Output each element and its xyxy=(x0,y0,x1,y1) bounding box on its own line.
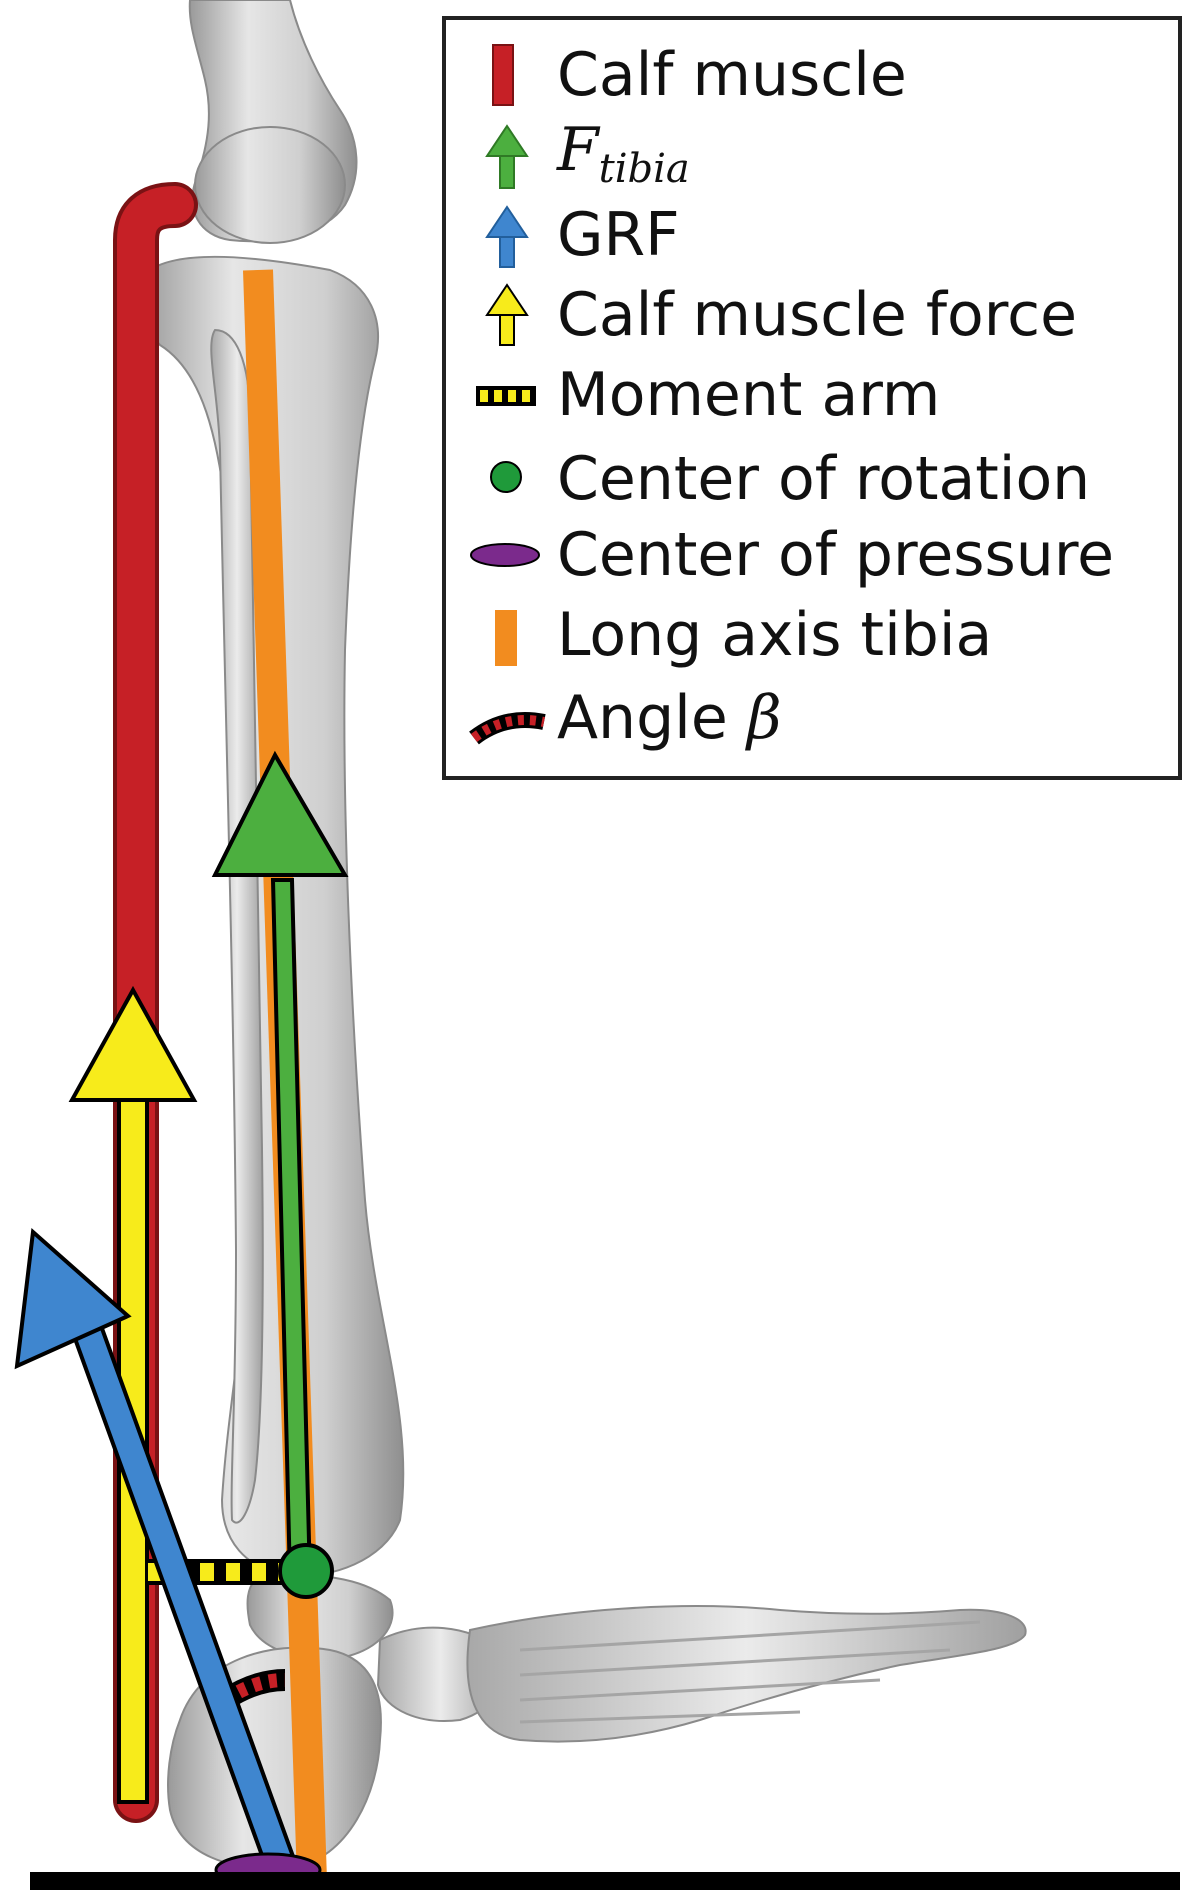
legend-item-calf-muscle: Calf muscle xyxy=(492,40,907,110)
legend-item-long-axis-tibia: Long axis tibia xyxy=(495,600,992,670)
legend-label-f-tibia-main: F xyxy=(556,115,601,185)
red-bar-icon xyxy=(492,44,514,106)
legend-item-center-of-pressure: Center of pressure xyxy=(470,520,1114,590)
legend-label-calf-muscle-force: Calf muscle force xyxy=(557,280,1077,350)
legend-item-calf-muscle-force: Calf muscle force xyxy=(485,280,1077,350)
legend-label-beta-symbol: β xyxy=(745,683,782,753)
dashed-bar-icon xyxy=(476,386,536,406)
legend-item-angle-beta: Angle β xyxy=(469,683,782,753)
legend-label-grf: GRF xyxy=(557,200,680,270)
legend-label-f-tibia-sub: tibia xyxy=(599,146,690,192)
ground-line xyxy=(30,1872,1180,1890)
legend-label-center-of-rotation: Center of rotation xyxy=(557,444,1090,514)
legend-label-calf-muscle: Calf muscle xyxy=(557,40,907,110)
calf-muscle-force-arrow xyxy=(68,985,198,1804)
legend-box xyxy=(442,16,1182,780)
green-arrow-icon xyxy=(485,124,529,189)
legend-item-f-tibia: Ftibia xyxy=(485,115,690,192)
svg-text:Angle β: Angle β xyxy=(557,683,782,753)
svg-text:Ftibia: Ftibia xyxy=(556,115,690,192)
legend: Calf muscle Ftibia GRF xyxy=(442,16,1182,780)
legend-label-angle: Angle xyxy=(557,683,747,753)
purple-ellipse-icon xyxy=(470,543,540,567)
dashed-arc-icon xyxy=(469,712,546,745)
legend-item-center-of-rotation: Center of rotation xyxy=(490,444,1090,514)
calf-muscle-fill xyxy=(117,186,194,1819)
center-of-rotation-marker xyxy=(278,1543,334,1599)
fibula-bone xyxy=(210,328,264,1524)
legend-item-moment-arm: Moment arm xyxy=(476,360,940,430)
blue-arrow-icon xyxy=(485,205,529,268)
legend-label-center-of-pressure: Center of pressure xyxy=(557,520,1114,590)
legend-label-moment-arm: Moment arm xyxy=(557,360,940,430)
metatarsal-bones xyxy=(466,1605,1027,1743)
femoral-condyle xyxy=(194,126,346,244)
talus-bone xyxy=(246,1574,394,1660)
green-circle-icon xyxy=(490,461,522,493)
legend-item-grf: GRF xyxy=(485,200,680,270)
yellow-arrow-icon xyxy=(485,283,529,346)
legend-label-long-axis-tibia: Long axis tibia xyxy=(557,600,992,670)
orange-bar-icon xyxy=(495,610,517,666)
